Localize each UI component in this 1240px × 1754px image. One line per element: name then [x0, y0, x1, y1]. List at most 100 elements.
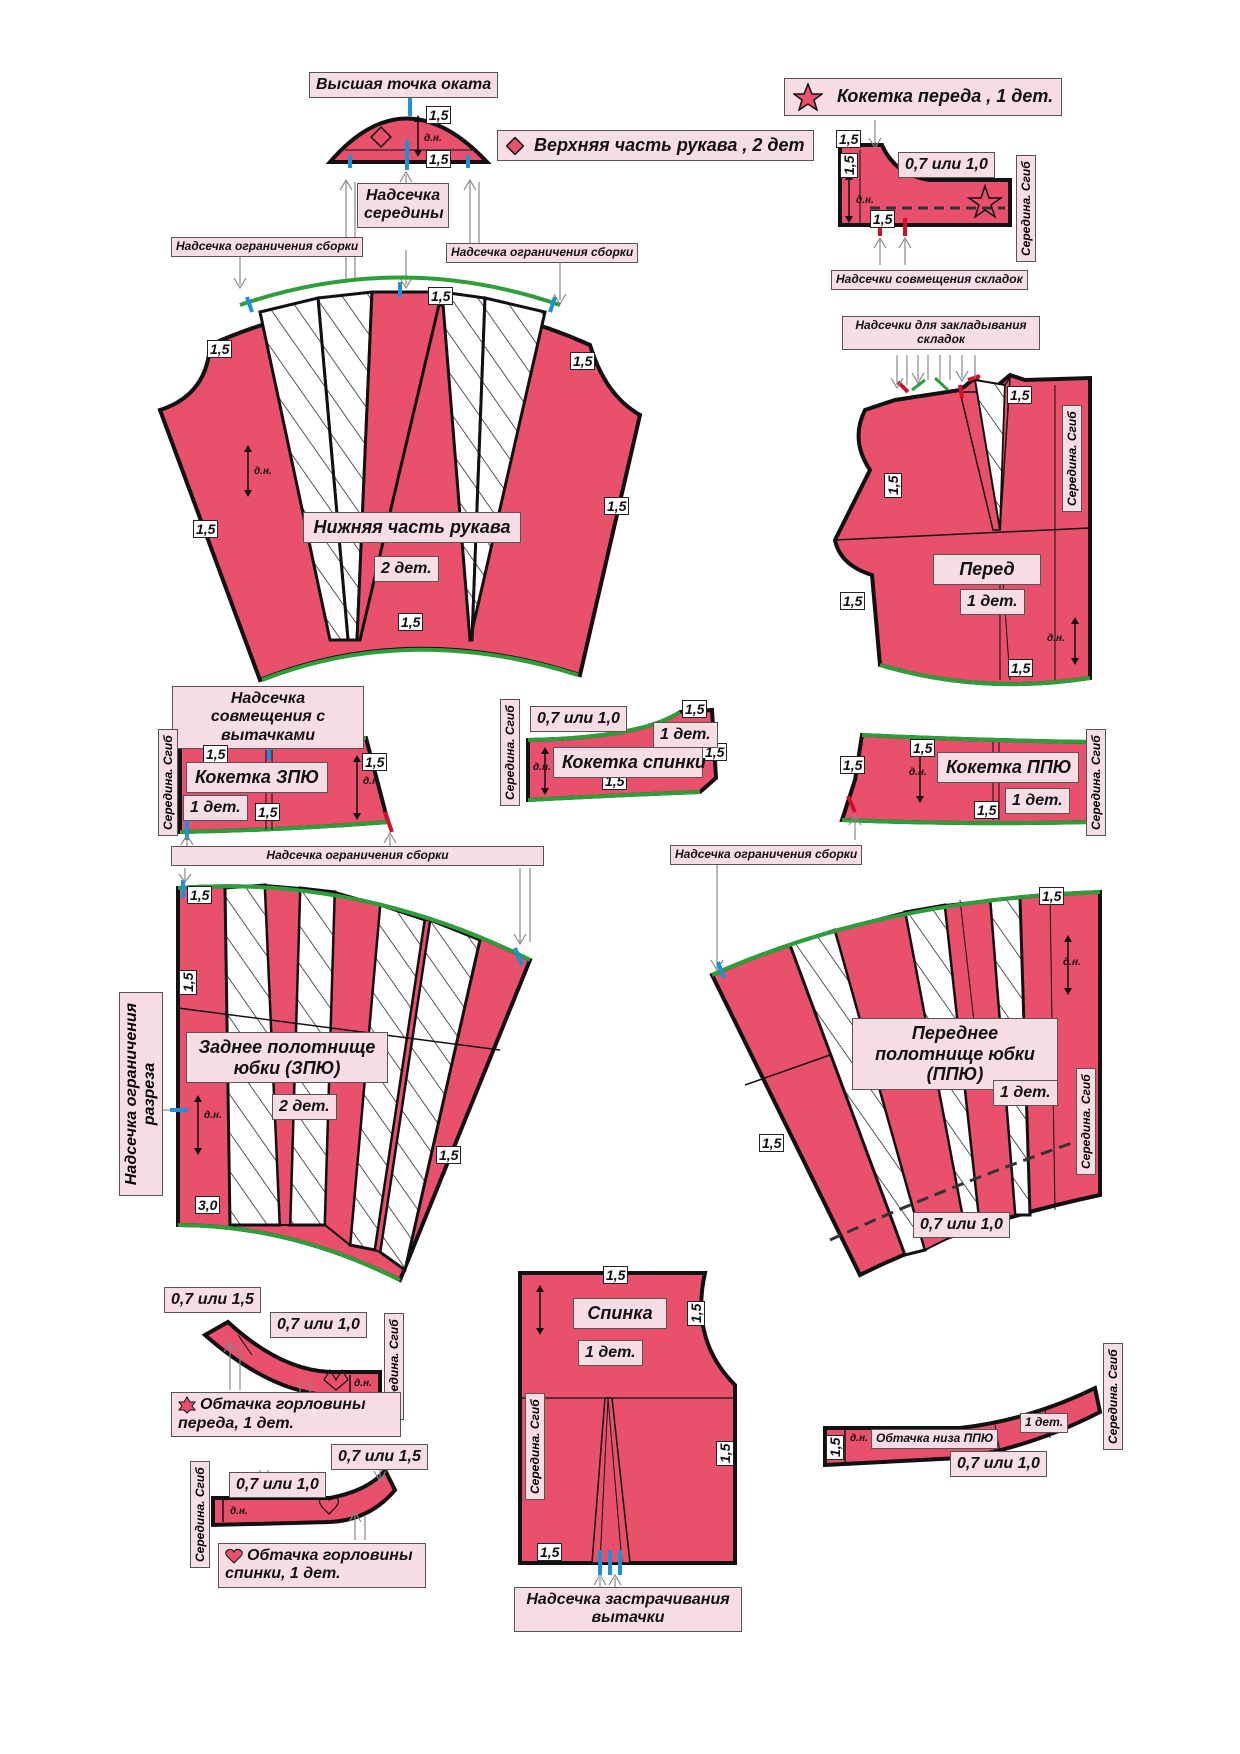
back-piece	[518, 1271, 737, 1575]
back-title: Спинка	[573, 1298, 667, 1329]
back-dart-notch-label: Надсечка застрачивания вытачки	[514, 1587, 742, 1632]
heart-icon	[318, 1496, 340, 1515]
hexagram-icon	[323, 1368, 349, 1391]
front-facing-seam-b: 0,7 или 1,0	[270, 1312, 367, 1339]
seam-allowance: 1,5	[1008, 659, 1034, 677]
seam-allowance: 1,5	[207, 340, 233, 358]
seam-allowance: 1,5	[1039, 887, 1065, 905]
front-count: 1 дет.	[960, 589, 1025, 616]
ppu-hem-seam: 0,7 или 1,0	[913, 1212, 1010, 1239]
grain-label: д.н.	[856, 195, 874, 206]
sleeve-bottom-count: 2 дет.	[374, 556, 439, 583]
slit-notch-label: Надсечка ограничения разреза	[119, 992, 163, 1196]
gather-limit-label-zpu: Надсечка ограничения сборки	[171, 846, 544, 866]
seam-allowance: 1,5	[426, 106, 452, 124]
seam-allowance: 1,5	[179, 969, 197, 995]
seam-allowance: 1,5	[884, 472, 902, 498]
seam-allowance: 1,5	[604, 497, 630, 515]
sleeve-top-title-text: Верхняя часть рукава , 2 дет	[534, 135, 805, 155]
sleeve-mid-notch-label: Надсечка середины	[357, 183, 449, 228]
fold-label: Середина. Сгиб	[500, 699, 520, 806]
seam-allowance: 1,5	[910, 739, 936, 757]
seam-allowance: 1,5	[603, 1266, 629, 1284]
gather-limit-label-right: Надсечка ограничения сборки	[446, 243, 639, 263]
back-yoke-seam-top: 0,7 или 1,0	[530, 706, 627, 733]
heart-icon	[225, 1548, 243, 1564]
seam-allowance: 1,5	[398, 613, 424, 631]
seam-allowance: 1,5	[570, 352, 596, 370]
zpu-title: Заднее полотнище юбки (ЗПЮ)	[186, 1032, 388, 1084]
sleeve-top-piece	[325, 95, 492, 170]
seam-allowance: 1,5	[716, 1440, 734, 1466]
seam-allowance: 1,5	[974, 801, 1000, 819]
seam-allowance: 1,5	[687, 1300, 705, 1326]
fold-label: Середина. Сгиб	[1016, 155, 1036, 262]
diamond-icon	[505, 136, 525, 156]
sleeve-top-title: Верхняя часть рукава , 2 дет	[497, 130, 814, 161]
fold-label: Середина. Сгиб	[1076, 1068, 1096, 1175]
zpu-count: 2 дет.	[272, 1094, 337, 1121]
front-title: Перед	[933, 554, 1041, 585]
ppu-hem-facing-title: Обтачка низа ППЮ	[871, 1429, 999, 1449]
fold-notches-label: Надсечки совмещения складок	[831, 270, 1028, 290]
diamond-icon	[370, 126, 392, 148]
front-facing-piece	[201, 1319, 382, 1397]
front-yoke-seam: 0,7 или 1,0	[898, 152, 995, 179]
grain-label: д.н.	[533, 762, 551, 773]
seam-allowance: 1,5	[362, 753, 388, 771]
seam-allowance: 1,5	[840, 592, 866, 610]
seam-allowance: 1,5	[203, 745, 229, 763]
back-facing-seam-a: 0,7 или 1,5	[331, 1444, 428, 1471]
fold-label: Середина. Сгиб	[190, 1461, 210, 1568]
front-facing-title: Обтачка горловины переда, 1 дет.	[171, 1392, 401, 1438]
back-facing-piece	[211, 1466, 398, 1528]
gather-limit-label-ppu: Надсечка ограничения сборки	[670, 845, 863, 865]
grain-label: д.н.	[1063, 957, 1081, 968]
seam-allowance: 1,5	[682, 700, 708, 718]
notch-arrows-ppu-yoke	[710, 813, 862, 972]
fold-label: Середина. Сгиб	[1062, 405, 1082, 512]
grain-label: д.н.	[204, 1110, 222, 1121]
front-facing-seam-a: 0,7 или 1,5	[164, 1287, 261, 1314]
ppu-count: 1 дет.	[993, 1080, 1058, 1107]
seam-allowance: 3,0	[195, 1196, 221, 1214]
front-yoke-title-text: Кокетка переда , 1 дет.	[837, 85, 1054, 106]
back-facing-seam-b: 0,7 или 1,0	[229, 1472, 326, 1499]
seam-allowance: 1,5	[187, 886, 213, 904]
seam-allowance: 1,5	[870, 210, 896, 228]
zpu-dart-notch-label: Надсечка совмещения с вытачками	[172, 686, 364, 750]
seam-allowance: 1,5	[840, 756, 866, 774]
sleeve-bottom-piece	[157, 275, 643, 683]
seam-allowance: 1,5	[836, 130, 862, 148]
notch-arrows-front	[890, 355, 976, 390]
back-facing-title-text: Обтачка горловины спинки, 1 дет.	[225, 1547, 413, 1583]
back-yoke-title: Кокетка спинки	[553, 747, 706, 778]
zpu-yoke-title: Кокетка ЗПЮ	[186, 762, 328, 793]
grain-label: д.н.	[254, 466, 272, 477]
hexagram-icon	[178, 1396, 196, 1414]
ppu-yoke-count: 1 дет.	[1005, 788, 1070, 815]
seam-allowance: 1,5	[840, 152, 858, 178]
pleat-notches-label: Надсечки для закладывания складок	[842, 316, 1040, 350]
zpu-yoke-count: 1 дет.	[183, 795, 248, 822]
seam-allowance: 1,5	[193, 520, 219, 538]
back-facing-title: Обтачка горловины спинки, 1 дет.	[218, 1543, 426, 1588]
seam-allowance: 1,5	[428, 287, 454, 305]
notch-arrows-zpu	[160, 868, 531, 1111]
sleeve-crown-point-label: Высшая точка оката	[309, 72, 499, 99]
ppu-hem-facing-seam: 0,7 или 1,0	[950, 1451, 1047, 1478]
grain-label: д.н.	[1047, 633, 1065, 644]
fold-label: Середина. Сгиб	[525, 1393, 545, 1500]
grain-label: д.н.	[363, 776, 381, 787]
front-facing-title-text: Обтачка горловины переда, 1 дет.	[178, 1396, 366, 1432]
seam-allowance: 1,5	[426, 150, 452, 168]
seam-allowance: 1,5	[1007, 386, 1033, 404]
grain-label: д.н.	[354, 1378, 372, 1389]
star-icon	[966, 183, 1004, 219]
fold-label: Середина. Сгиб	[1103, 1343, 1123, 1450]
seam-allowance: 1,5	[759, 1134, 785, 1152]
front-piece	[832, 372, 1092, 687]
grain-label: д.н.	[909, 767, 927, 778]
notch-arrows-front-yoke	[868, 120, 912, 265]
